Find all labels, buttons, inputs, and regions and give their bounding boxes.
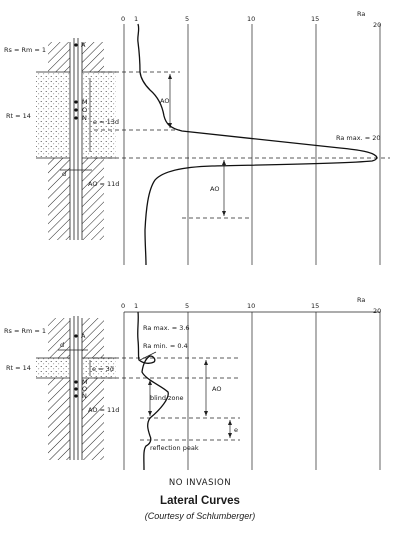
top-borehole-sketch: A M O N e = 13d d AO = 11d Rs = Rm = 1 R… [4, 38, 119, 240]
top-ao-lower-arrowhead-down [222, 211, 226, 216]
figure-credit: (Courtesy of Schlumberger) [144, 511, 256, 521]
top-axis-unit: Ra [357, 10, 365, 18]
bottom-rt-label: Rt = 14 [6, 364, 31, 372]
top-ao-upper-arrowhead-up [168, 74, 172, 79]
top-electrode-a-dot [74, 43, 78, 47]
top-electrode-m-label: M [82, 98, 88, 106]
top-bed-left [36, 72, 70, 158]
bottom-rs-rm-label: Rs = Rm = 1 [4, 327, 46, 335]
bottom-shale-lower-right [82, 378, 104, 460]
top-tick-1: 1 [134, 15, 138, 23]
top-panel: A M O N e = 13d d AO = 11d Rs = Rm = 1 R… [4, 10, 390, 266]
top-tick-5: 5 [185, 15, 189, 23]
no-invasion-caption: NO INVASION [168, 478, 232, 488]
bottom-tick-20: 20 [373, 307, 381, 315]
top-electrode-o-label: O [82, 106, 87, 114]
top-log-track: 0 1 5 10 15 Ra 20 AO AO Ra max. = 20 [94, 10, 390, 266]
top-bed-right [82, 72, 116, 158]
top-shale-lower-right [82, 158, 104, 240]
top-ao-upper-label: AO [160, 97, 169, 105]
bottom-lateral-curve [137, 311, 169, 471]
top-shale-upper-left [48, 42, 70, 72]
bottom-tick-10: 10 [247, 302, 255, 310]
bottom-shale-upper-left [48, 318, 70, 358]
bottom-ra-max-label: Ra max. = 3.6 [143, 324, 190, 332]
top-electrode-m-dot [74, 100, 78, 104]
bottom-electrode-n-dot [74, 394, 78, 398]
top-ra-max-label: Ra max. = 20 [336, 134, 381, 142]
top-tick-10: 10 [247, 15, 255, 23]
bottom-borehole-sketch: A M O N d e = 3d AO = 11d Rs = Rm = 1 Rt… [4, 316, 119, 460]
bottom-ao-label: AO [212, 385, 221, 393]
bottom-ao-arrowhead-up [204, 360, 208, 365]
bottom-shale-lower-left [48, 378, 70, 460]
top-tick-15: 15 [311, 15, 319, 23]
bottom-ra-min-label: Ra min. = 0.4 [143, 342, 188, 350]
bottom-e-arrowhead-up [228, 420, 232, 425]
bottom-ra-min-leader [139, 351, 157, 361]
bottom-electrode-o-dot [74, 387, 78, 391]
top-diameter-label: d [62, 170, 66, 178]
top-electrode-n-dot [74, 116, 78, 120]
bottom-axis-unit: Ra [357, 296, 365, 304]
bottom-shale-upper-right [82, 318, 104, 358]
top-tick-0: 0 [121, 15, 125, 23]
bottom-tick-5: 5 [185, 302, 189, 310]
top-rt-label: Rt = 14 [6, 112, 31, 120]
bottom-diameter-label: d [60, 341, 64, 349]
bottom-spacing-label: e = 3d [92, 365, 114, 373]
bottom-electrode-a-label: A [81, 332, 86, 340]
top-ao-lower-label: AO [210, 185, 219, 193]
bottom-tick-15: 15 [311, 302, 319, 310]
figure-title: Lateral Curves [160, 495, 240, 507]
bottom-ao-arrowhead-down [204, 411, 208, 416]
bottom-reflection-peak-label: reflection peak [150, 444, 199, 452]
top-shale-lower-left [48, 158, 70, 240]
top-electrode-o-dot [74, 108, 78, 112]
bottom-log-track: 0 1 5 10 15 Ra 20 AO blind zone e [94, 296, 381, 471]
top-electrode-n-label: N [82, 114, 87, 122]
top-tick-20: 20 [373, 21, 381, 29]
top-electrode-a-label: A [81, 41, 86, 49]
bottom-bed-left [36, 358, 70, 378]
bottom-electrode-m-dot [74, 380, 78, 384]
bottom-blind-zone-arrowhead-down [148, 411, 152, 416]
bottom-electrode-m-label: M [82, 378, 88, 386]
bottom-tick-1: 1 [134, 302, 138, 310]
top-spacing-label: e = 13d [93, 118, 119, 126]
top-ao-spacing-label: AO = 11d [88, 180, 119, 188]
bottom-bed-right [82, 358, 116, 378]
bottom-blind-zone-arrowhead-up [148, 380, 152, 385]
bottom-panel: A M O N d e = 3d AO = 11d Rs = Rm = 1 Rt… [4, 296, 381, 471]
top-ao-lower-arrowhead-up [222, 160, 226, 165]
bottom-electrode-n-label: N [82, 392, 87, 400]
bottom-tick-0: 0 [121, 302, 125, 310]
bottom-e-arrowhead-down [228, 433, 232, 438]
bottom-electrode-a-dot [74, 334, 78, 338]
bottom-e-label: e [234, 426, 238, 434]
top-shale-upper-right [82, 42, 104, 72]
bottom-ao-spacing-label: AO = 11d [88, 406, 119, 414]
bottom-electrode-o-label: O [82, 385, 87, 393]
top-lateral-curve [137, 23, 378, 266]
top-rs-rm-label: Rs = Rm = 1 [4, 46, 46, 54]
